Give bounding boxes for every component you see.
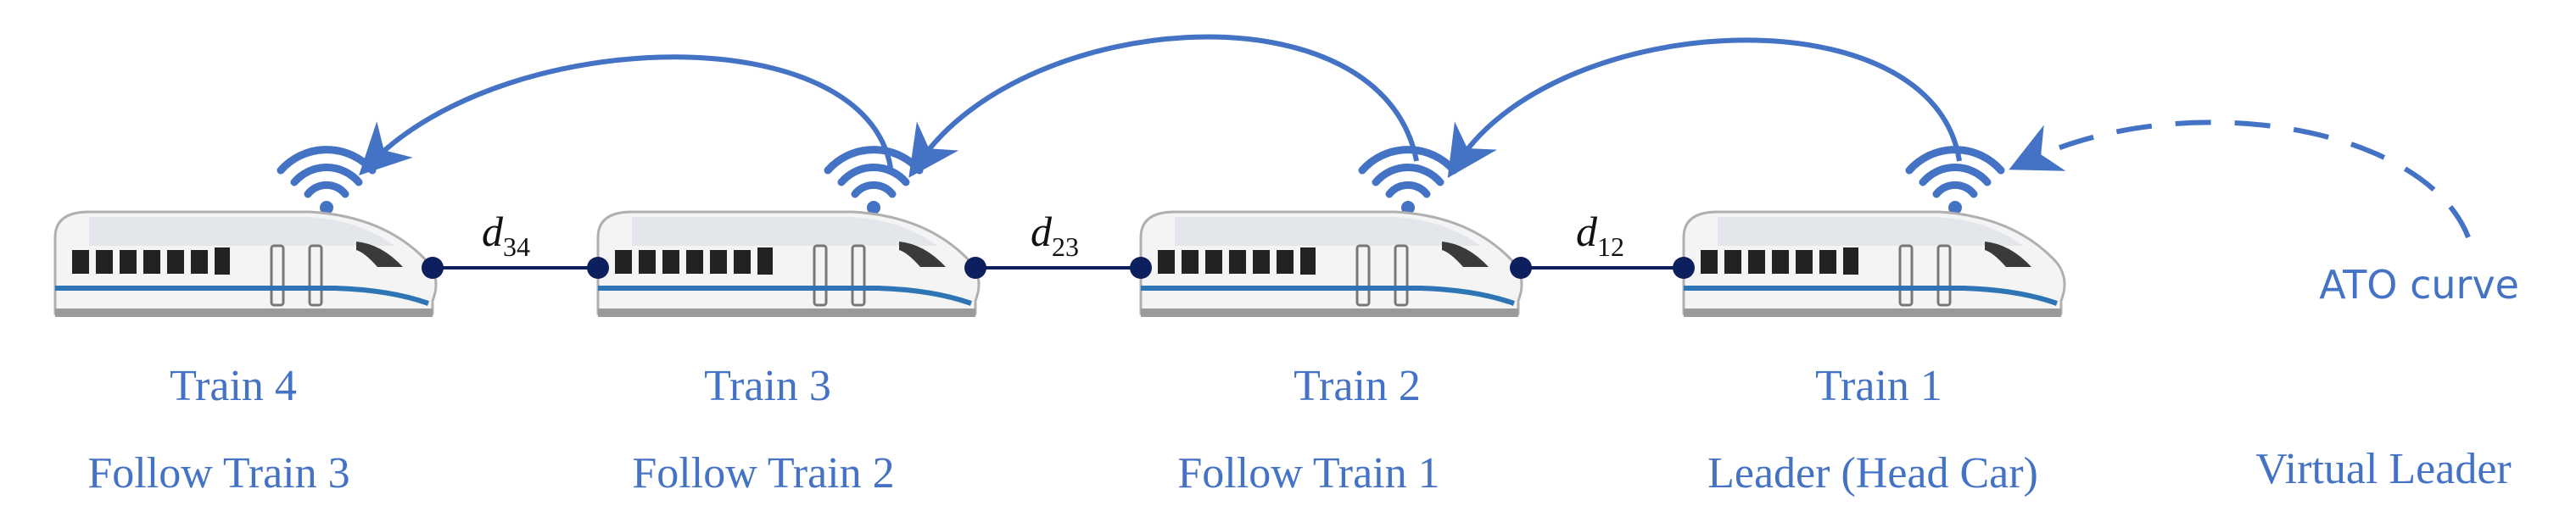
comm-arrow-train3-to-train4 xyxy=(359,54,893,175)
wifi-signal-icon xyxy=(281,150,372,214)
train-3-role: Follow Train 2 xyxy=(632,449,894,497)
distance-link-23 xyxy=(964,257,1152,279)
comm-arrow-train1-to-train2 xyxy=(1447,37,1962,178)
train-4-icon xyxy=(55,212,436,317)
wifi-signal-icon xyxy=(828,150,919,214)
distance-label-23: d23 xyxy=(1031,208,1079,262)
ato-curve-dashed-arrow xyxy=(2009,119,2471,239)
train-2-role: Follow Train 1 xyxy=(1177,449,1439,497)
train-2-name: Train 2 xyxy=(1294,362,1421,410)
train-3-name: Train 3 xyxy=(704,362,831,410)
train-4-role: Follow Train 3 xyxy=(87,449,349,497)
distance-link-34 xyxy=(422,257,609,279)
train-1-name: Train 1 xyxy=(1815,362,1942,410)
train-2-icon xyxy=(1141,212,1522,317)
train-3-icon xyxy=(598,212,979,317)
train-4-name: Train 4 xyxy=(170,362,297,410)
distance-label-12: d12 xyxy=(1576,208,1624,262)
wifi-signal-icon xyxy=(1362,150,1454,214)
virtual-leader-label: Virtual Leader xyxy=(2255,445,2512,493)
distance-link-12 xyxy=(1510,257,1695,279)
train-1-role: Leader (Head Car) xyxy=(1707,449,2038,497)
distance-label-34: d34 xyxy=(482,208,530,262)
wifi-signal-icon xyxy=(1909,150,2001,214)
comm-arrow-train2-to-train3 xyxy=(908,34,1419,178)
train-1-icon xyxy=(1684,212,2065,317)
ato-curve-label: ATO curve xyxy=(2319,262,2519,308)
